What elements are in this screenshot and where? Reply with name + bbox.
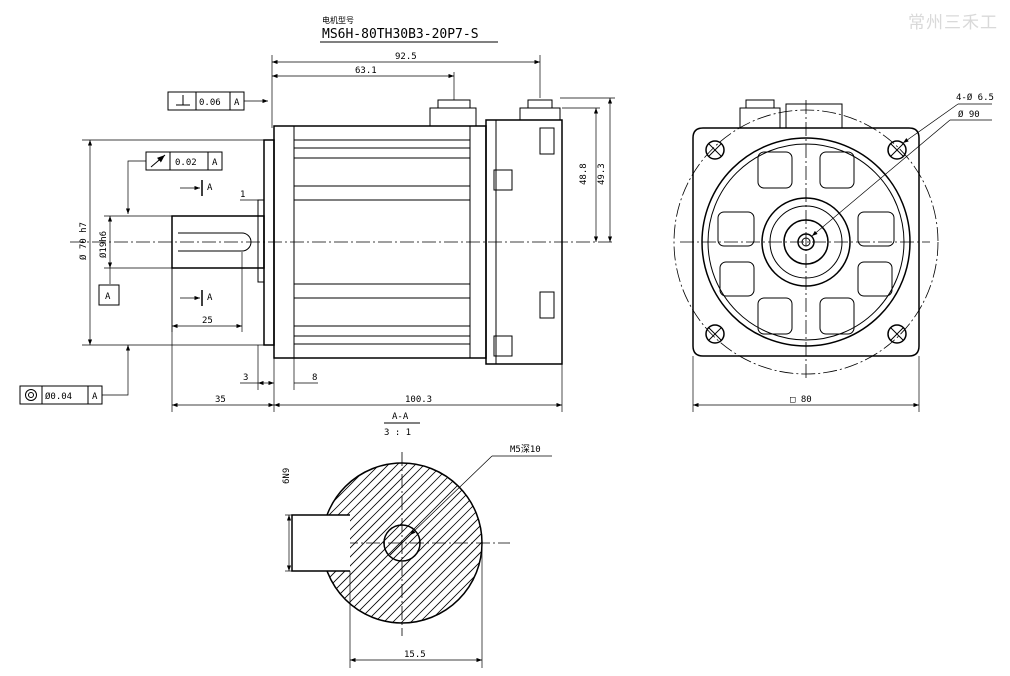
power-connector — [429, 107, 477, 127]
concentricity-frame: Ø0.04 A — [19, 345, 131, 405]
front-view: 4-Ø 6.5 Ø 90 □ 80 — [673, 92, 994, 412]
runout-frame: 0.02 A — [125, 151, 223, 214]
dim-shaft-dia: Ø19h6 — [98, 231, 109, 258]
rear-ribs — [717, 151, 895, 335]
perpendicular-icon — [176, 95, 190, 106]
svg-text:A: A — [212, 158, 218, 168]
dim-48-8: 48.8 — [579, 163, 589, 185]
dim-key-width: 6N9 — [282, 468, 292, 484]
mounting-holes — [705, 140, 907, 344]
svg-text:0.06: 0.06 — [199, 98, 221, 108]
dim-holes: 4-Ø 6.5 — [956, 92, 994, 103]
thread-callout: M5深10 — [510, 444, 541, 455]
dim-3: 3 — [243, 373, 248, 383]
dim-square: □ 80 — [790, 395, 812, 405]
section-title: A-A — [392, 412, 409, 422]
dim-key-len: 25 — [202, 316, 213, 326]
dim-92-5: 92.5 — [395, 52, 417, 62]
section-view: A-A 3 : 1 6N9 M5深10 — [282, 412, 552, 668]
concentric-icon — [25, 389, 37, 401]
dim-section-width: 15.5 — [404, 650, 426, 660]
dim-63-1: 63.1 — [355, 66, 377, 76]
section-mark-top: A — [207, 183, 213, 193]
section-mark-bottom: A — [207, 293, 213, 303]
thread-hole — [383, 524, 421, 562]
dim-35: 35 — [215, 395, 226, 405]
dim-pcd: Ø 90 — [958, 109, 980, 120]
datum-box-label: A — [105, 292, 111, 302]
dim-1: 1 — [240, 190, 245, 200]
dim-8: 8 — [312, 373, 317, 383]
perpendicularity-frame: 0.06 A — [167, 91, 268, 111]
flange — [263, 139, 275, 346]
section-scale: 3 : 1 — [384, 428, 411, 438]
front-connector-2 — [785, 103, 843, 129]
title-block: 电机型号 MS6H-80TH30B3-20P7-S — [320, 15, 498, 43]
model-number: MS6H-80TH30B3-20P7-S — [322, 27, 479, 42]
dim-49-3: 49.3 — [597, 163, 607, 185]
encoder-connector — [519, 107, 561, 121]
side-view: 92.5 63.1 48.8 49.3 Ø 70 h7 Ø19h6 — [19, 52, 615, 412]
datum-box — [98, 284, 120, 306]
svg-text:0.02: 0.02 — [175, 158, 197, 168]
svg-text:Ø0.04: Ø0.04 — [45, 391, 72, 402]
dim-flange-dia: Ø 70 h7 — [78, 222, 89, 260]
svg-text:A: A — [234, 98, 240, 108]
shaft-key — [178, 232, 252, 252]
svg-text:A: A — [92, 392, 98, 402]
runout-arrow-icon — [150, 154, 166, 168]
keyway — [291, 514, 350, 572]
dim-100-3: 100.3 — [405, 395, 432, 405]
section-hatch — [322, 463, 482, 623]
model-label: 电机型号 — [322, 15, 354, 25]
watermark-text: 常州三禾工 — [908, 13, 998, 33]
